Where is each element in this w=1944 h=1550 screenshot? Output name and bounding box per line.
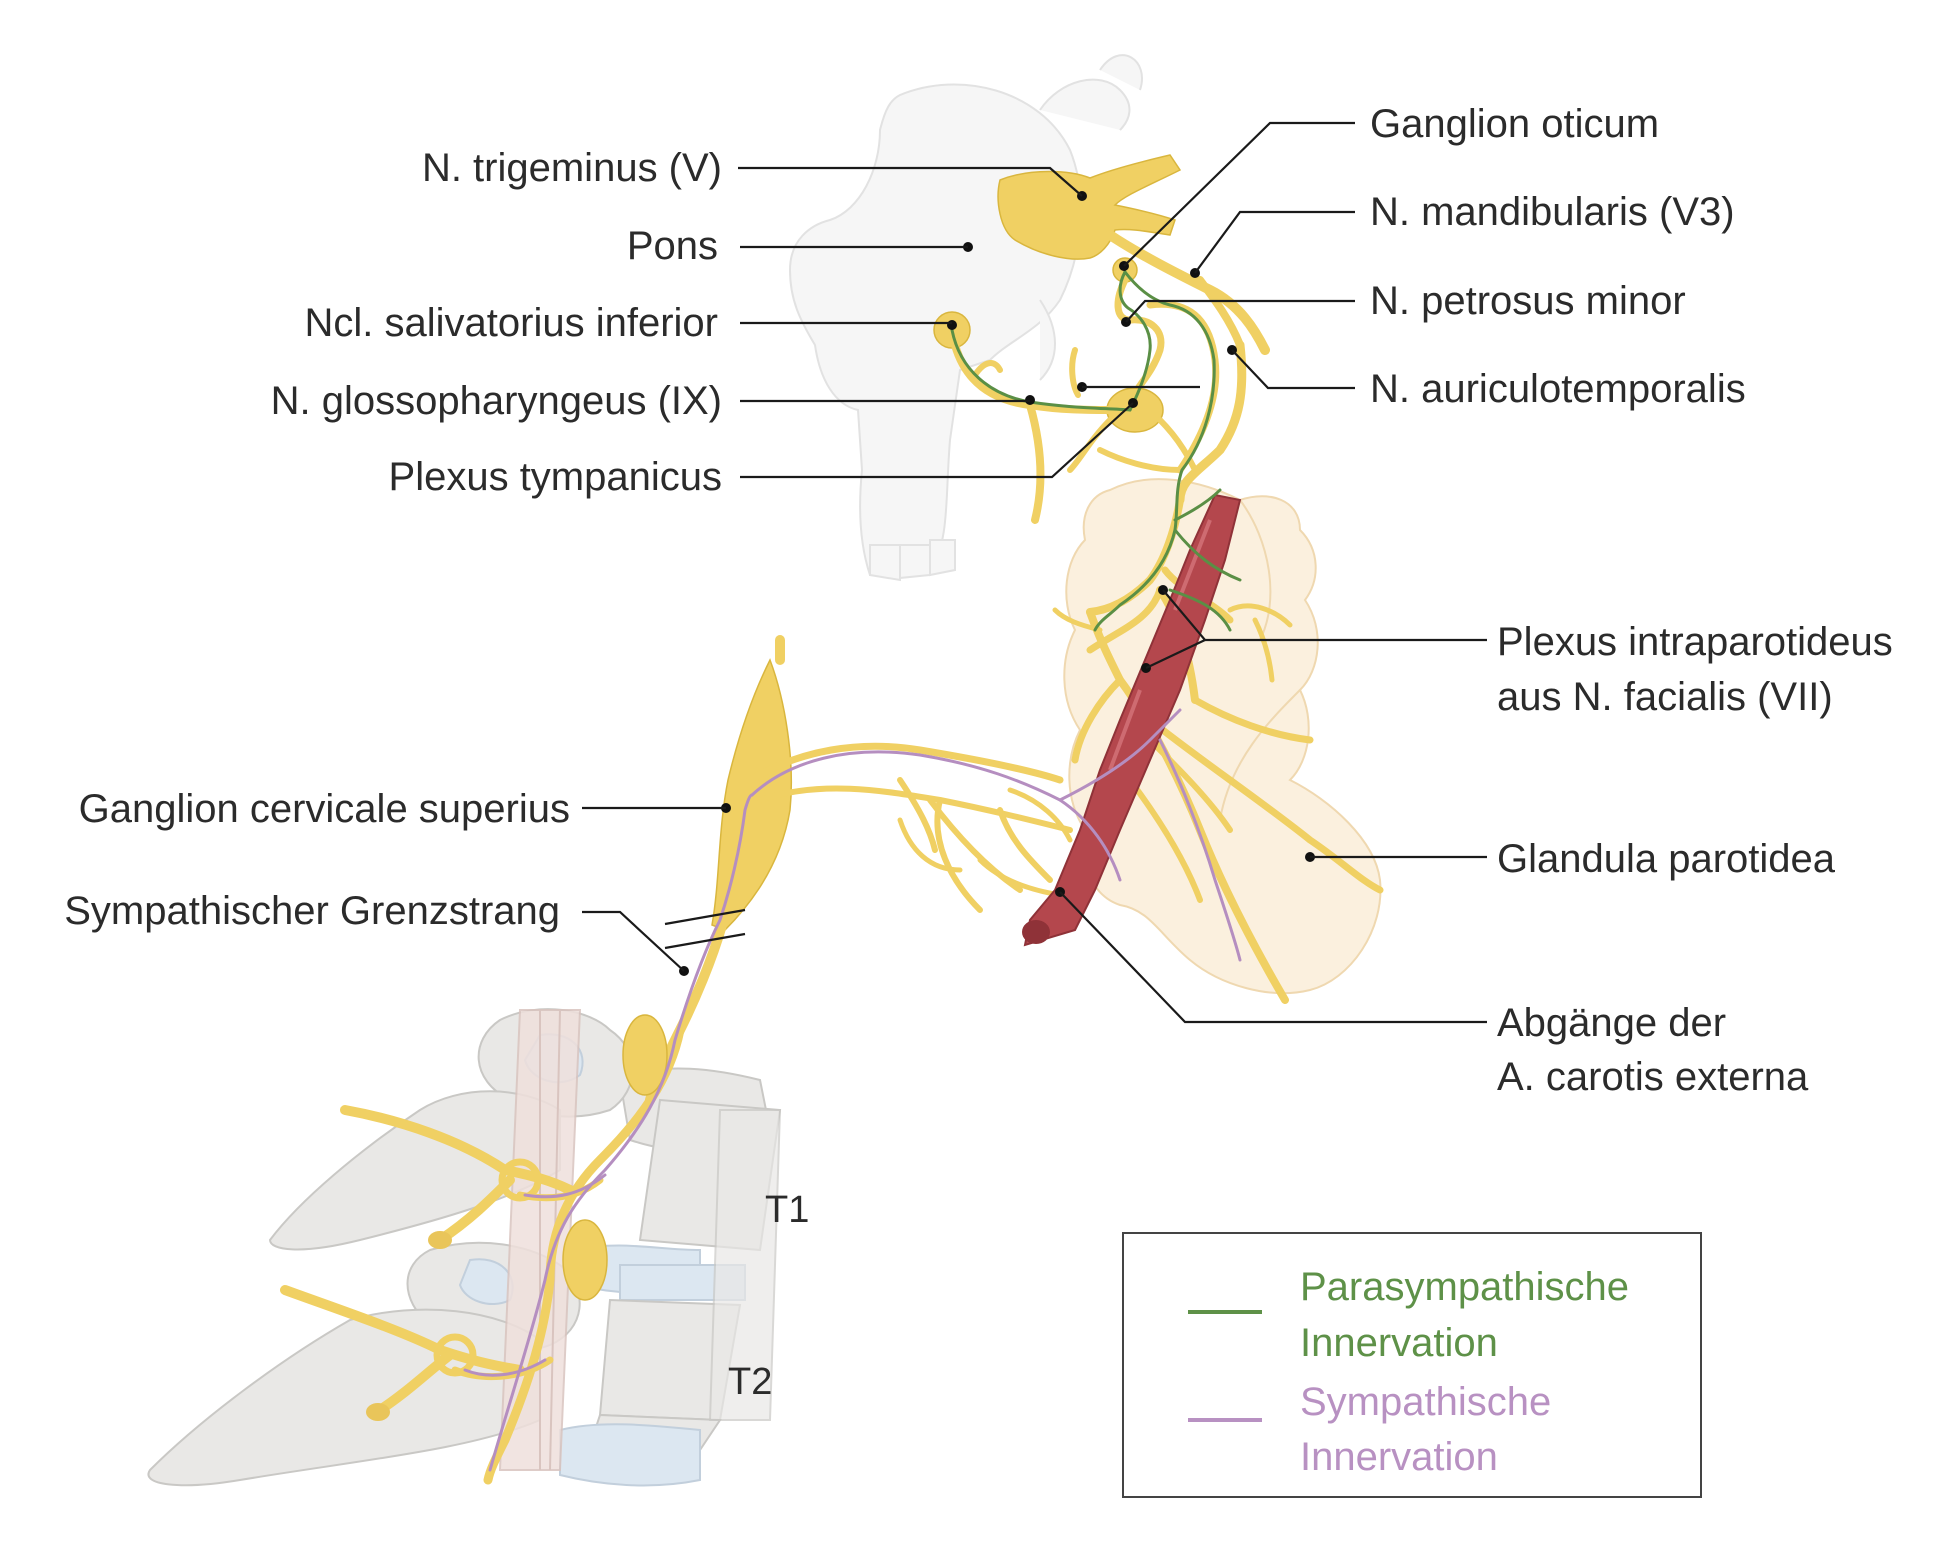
label-glossopharyngeus: N. glossopharyngeus (IX)	[271, 379, 722, 423]
legend-box	[1122, 1232, 1702, 1498]
spine-illustration	[147, 1008, 782, 1487]
label-intraparotideus: Plexus intraparotideus	[1497, 620, 1893, 664]
legend-para-label: Parasympathische	[1300, 1265, 1629, 1309]
label-mandibularis: N. mandibularis (V3)	[1370, 190, 1735, 234]
legend-symp-label: Sympathische	[1300, 1380, 1551, 1424]
parotid-gland-illustration	[1063, 478, 1382, 995]
label-carotis-line2: A. carotis externa	[1497, 1055, 1809, 1099]
label-oticum: Ganglion oticum	[1370, 102, 1659, 146]
label-parotidea: Glandula parotidea	[1497, 837, 1836, 881]
right-labels: Ganglion oticum N. mandibularis (V3) N. …	[1370, 102, 1893, 1099]
label-petrosus: N. petrosus minor	[1370, 279, 1686, 323]
label-salivatorius: Ncl. salivatorius inferior	[305, 301, 718, 345]
legend: Parasympathische Innervation Sympathisch…	[1122, 1232, 1702, 1498]
label-pons: Pons	[627, 224, 718, 268]
label-tympanicus: Plexus tympanicus	[389, 455, 722, 499]
sympathetic-pathway	[463, 708, 1242, 1472]
label-cervicale: Ganglion cervicale superius	[79, 787, 570, 831]
label-carotis: Abgänge der	[1497, 1001, 1726, 1045]
leader-lines	[582, 121, 1487, 1024]
legend-para-label-line2: Innervation	[1300, 1321, 1498, 1365]
legend-symp-label-line2: Innervation	[1300, 1435, 1498, 1479]
vertebra-labels: T1 T2	[728, 1189, 809, 1403]
label-intraparotideus-line2: aus N. facialis (VII)	[1497, 675, 1833, 719]
label-t2: T2	[728, 1361, 772, 1403]
left-labels: N. trigeminus (V) Pons Ncl. salivatorius…	[64, 146, 722, 933]
label-auriculotemporalis: N. auriculotemporalis	[1370, 367, 1746, 411]
label-grenzstrang: Sympathischer Grenzstrang	[64, 889, 560, 933]
label-trigeminus: N. trigeminus (V)	[422, 146, 722, 190]
label-t1: T1	[765, 1189, 809, 1231]
